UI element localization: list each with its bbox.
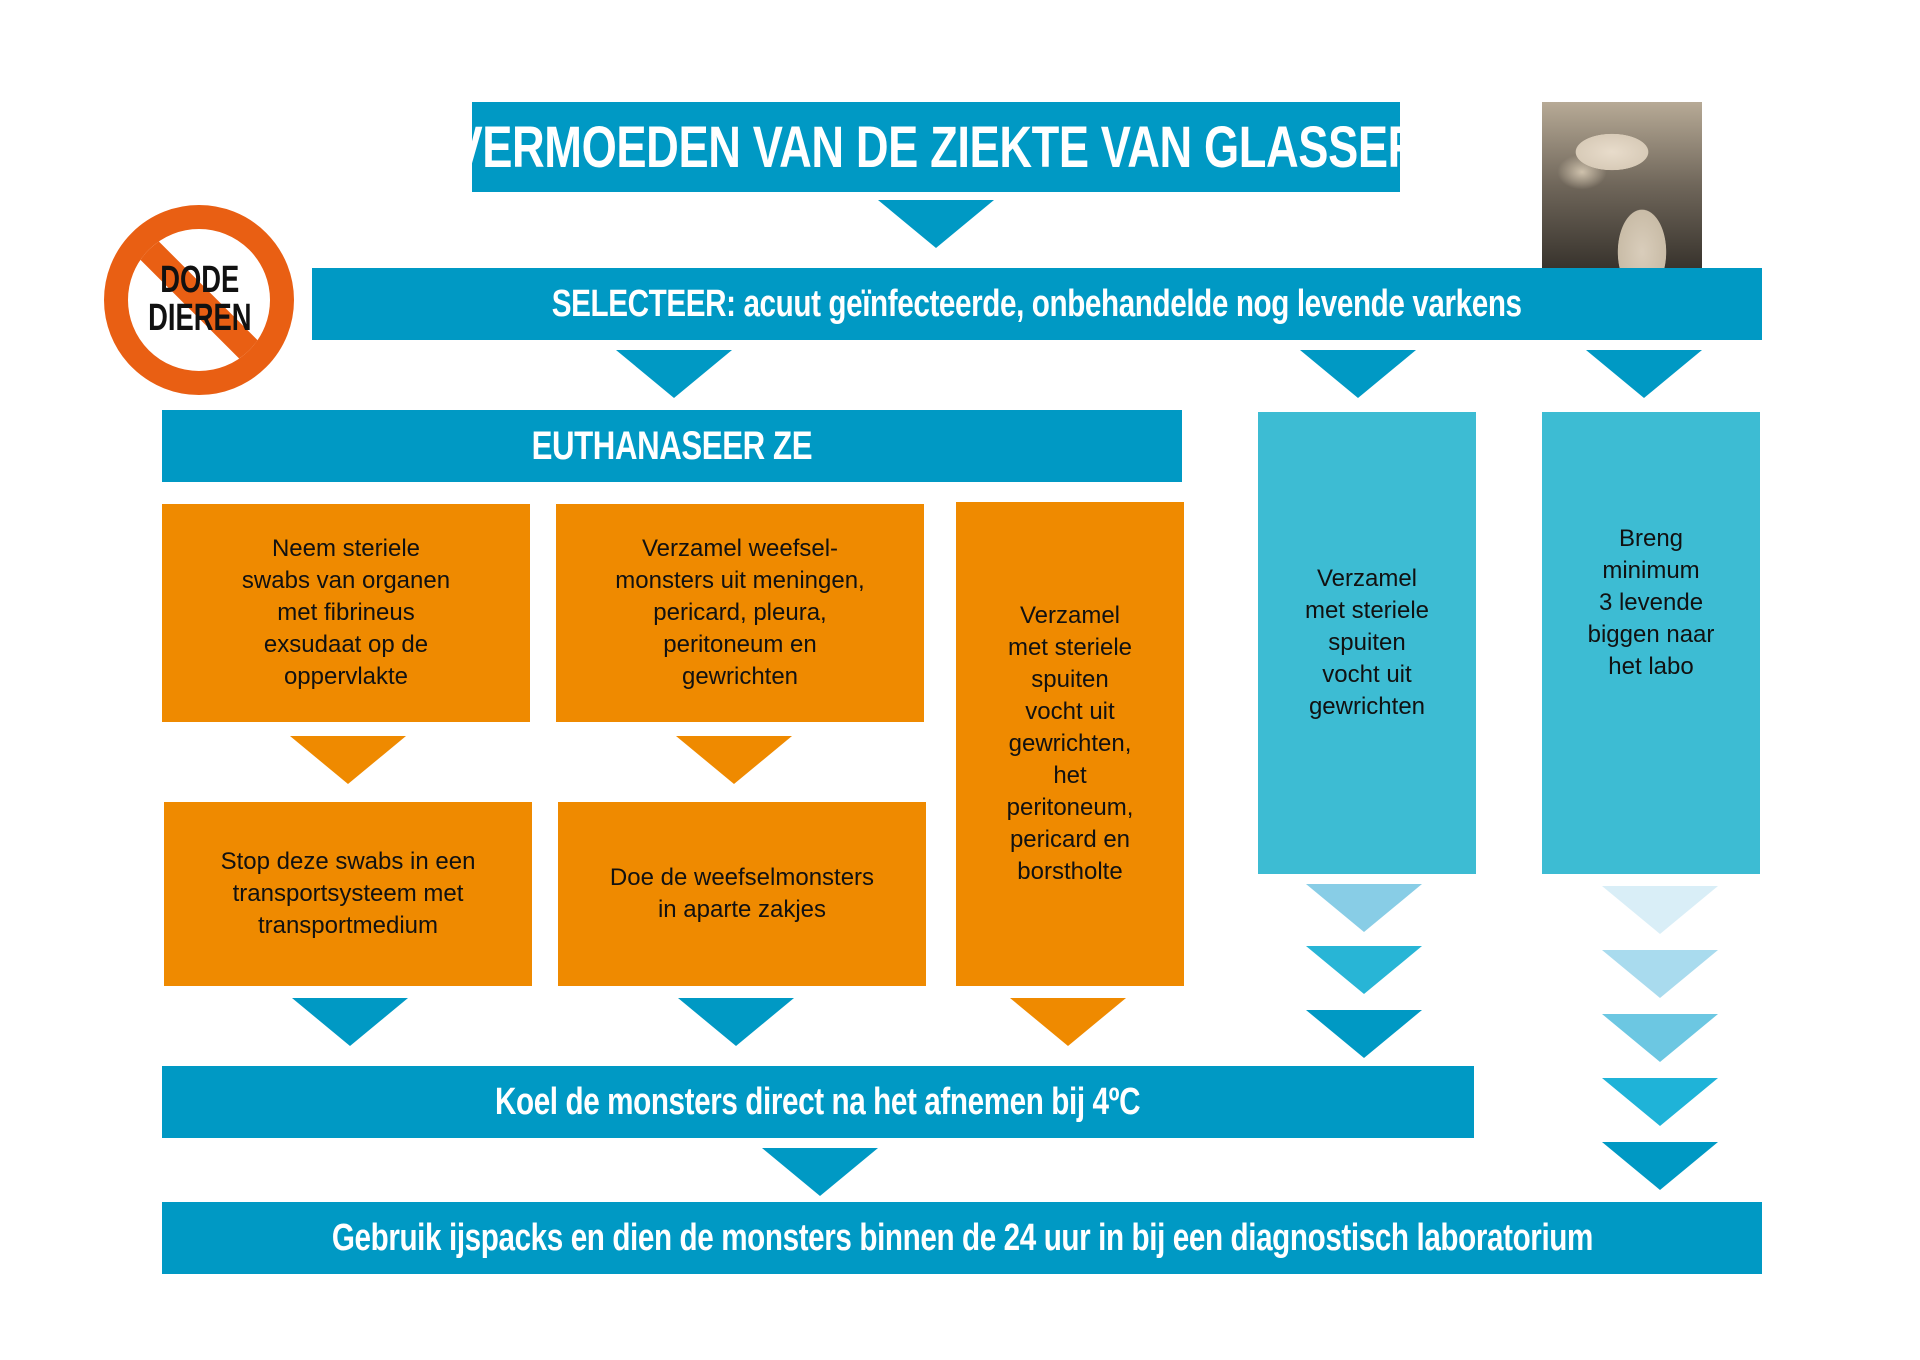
- select-bar: SELECTEER: acuut geïnfecteerde, onbehand…: [312, 268, 1762, 340]
- arrow-down-icon: [1602, 1142, 1718, 1190]
- arrow-down-icon: [290, 736, 406, 784]
- arrow-down-icon: [1300, 350, 1416, 398]
- arrow-down-icon: [1602, 1078, 1718, 1126]
- cool-text: Koel de monsters direct na het afnemen b…: [495, 1080, 1141, 1123]
- arrow-down-icon: [878, 200, 994, 248]
- bags-text: Doe de weefselmonsters in aparte zakjes: [609, 864, 875, 923]
- no-dead-animals-icon: DODE DIEREN: [104, 205, 294, 395]
- arrow-down-icon: [678, 998, 794, 1046]
- transport-text: Stop deze swabs in een transportsysteem …: [220, 848, 476, 939]
- swabs-text: Neem steriele swabs van organen met fibr…: [241, 535, 451, 690]
- fluid-box: Verzamel met steriele spuiten vocht uit …: [956, 502, 1184, 986]
- arrow-down-icon: [1010, 998, 1126, 1046]
- title-text: VERMOEDEN VAN DE ZIEKTE VAN GLASSER: [452, 114, 1420, 180]
- arrow-down-icon: [1602, 950, 1718, 998]
- euthanize-text: EUTHANASEER ZE: [531, 423, 813, 468]
- final-text: Gebruik ijspacks en dien de monsters bin…: [331, 1216, 1593, 1259]
- arrow-down-icon: [1602, 886, 1718, 934]
- swabs-box: Neem steriele swabs van organen met fibr…: [162, 504, 530, 722]
- final-bar: Gebruik ijspacks en dien de monsters bin…: [162, 1202, 1762, 1274]
- arrow-down-icon: [1586, 350, 1702, 398]
- arrow-down-icon: [1602, 1014, 1718, 1062]
- arrow-down-icon: [616, 350, 732, 398]
- transport-box: Stop deze swabs in een transportsysteem …: [164, 802, 532, 986]
- arrow-down-icon: [1306, 884, 1422, 932]
- live-piglets-box: Breng minimum 3 levende biggen naar het …: [1542, 412, 1760, 874]
- euthanize-bar: EUTHANASEER ZE: [162, 410, 1182, 482]
- arrow-down-icon: [762, 1148, 878, 1196]
- tissue-text: Verzamel weefsel- monsters uit meningen,…: [615, 535, 865, 690]
- select-text: SELECTEER: acuut geïnfecteerde, onbehand…: [552, 282, 1522, 325]
- arrow-down-icon: [292, 998, 408, 1046]
- fluid-text: Verzamel met steriele spuiten vocht uit …: [1006, 602, 1134, 885]
- arrow-down-icon: [1306, 1010, 1422, 1058]
- no-sign-label: DODE DIEREN: [148, 259, 252, 339]
- joints-box: Verzamel met steriele spuiten vocht uit …: [1258, 412, 1476, 874]
- tissue-box: Verzamel weefsel- monsters uit meningen,…: [556, 504, 924, 722]
- bags-box: Doe de weefselmonsters in aparte zakjes: [558, 802, 926, 986]
- pig-photo: [1542, 102, 1702, 288]
- title-bar: VERMOEDEN VAN DE ZIEKTE VAN GLASSER: [452, 102, 1420, 192]
- arrow-down-icon: [1306, 946, 1422, 994]
- cool-bar: Koel de monsters direct na het afnemen b…: [162, 1066, 1474, 1138]
- arrow-down-icon: [676, 736, 792, 784]
- live-piglets-text: Breng minimum 3 levende biggen naar het …: [1587, 525, 1715, 680]
- joints-text: Verzamel met steriele spuiten vocht uit …: [1304, 565, 1430, 720]
